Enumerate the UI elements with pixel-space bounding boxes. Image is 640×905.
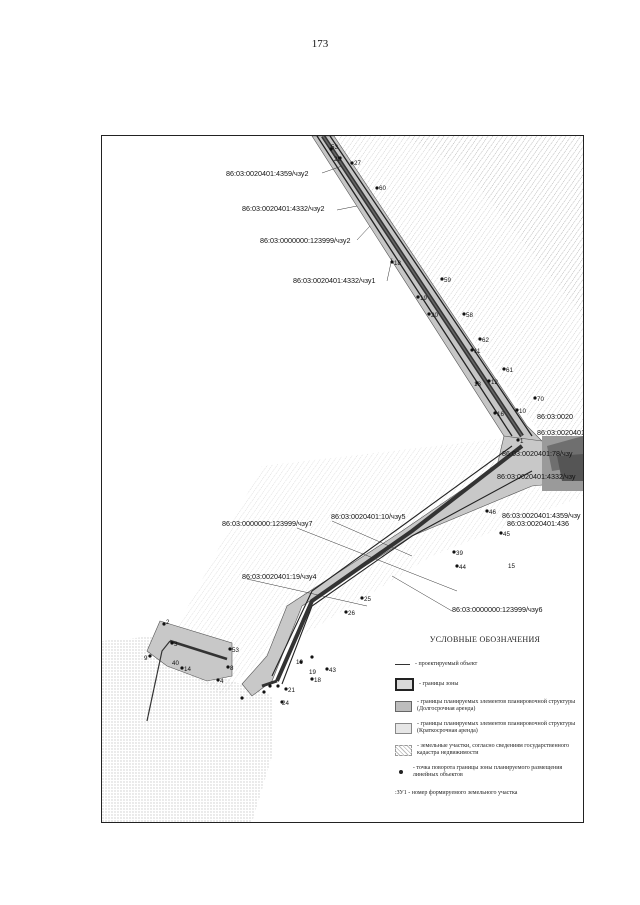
- parcel-label: 86:03:0020401:4359/чзу: [502, 511, 581, 520]
- cadastral-swatch: [395, 744, 412, 756]
- svg-text:10: 10: [519, 408, 526, 415]
- svg-text:28: 28: [334, 156, 341, 163]
- legend-item-cadastral: - земельные участки, согласно сведениям …: [395, 743, 585, 757]
- projected-object-line: [146, 136, 524, 722]
- svg-text:20: 20: [431, 312, 438, 319]
- legend-item-projected-object: - проектируемый объект: [395, 658, 585, 670]
- zone-swatch: [395, 678, 414, 691]
- legend-item-turning-point: - точка поворота границы зоны планируемо…: [395, 765, 585, 779]
- junction-cluster: [542, 436, 583, 491]
- point-numbers: 53 28 27 60 59 18 19 58 20 62 11 61 12 1…: [144, 144, 544, 707]
- svg-text:40: 40: [172, 660, 179, 667]
- svg-text:14: 14: [184, 666, 191, 673]
- svg-text:45: 45: [503, 531, 510, 538]
- svg-text:70: 70: [537, 396, 544, 403]
- svg-text:16: 16: [497, 411, 504, 418]
- svg-text:19: 19: [420, 295, 427, 302]
- legend-item-short-term-lease: - границы планируемых элементов планиров…: [395, 721, 585, 735]
- parcel-label: 86:03:0000000:123999/чзу6: [452, 605, 543, 614]
- parcel-label: 86:03:0020: [537, 412, 573, 421]
- legend-title: УСЛОВНЫЕ ОБОЗНАЧЕНИЯ: [429, 635, 541, 644]
- svg-text:53: 53: [232, 647, 239, 654]
- svg-text:61: 61: [506, 367, 513, 374]
- svg-text:2: 2: [166, 619, 170, 626]
- turning-points: [148, 147, 537, 704]
- svg-text:9: 9: [144, 655, 148, 662]
- svg-text:4: 4: [220, 678, 224, 685]
- parcel-label: 86:03:0020401:436: [507, 519, 569, 528]
- svg-text:60: 60: [379, 185, 386, 192]
- map-legend: УСЛОВНЫЕ ОБОЗНАЧЕНИЯ - проектируемый объ…: [395, 635, 585, 807]
- map-frame[interactable]: 86:03:0020401:4359/чзу2 86:03:0020401:43…: [101, 135, 584, 823]
- legend-item-long-term-lease: - границы планируемых элементов планиров…: [395, 699, 585, 713]
- parcel-label: 86:03:0020401:4332/чзу2: [242, 204, 325, 213]
- svg-text:1: 1: [520, 438, 524, 445]
- svg-text:13: 13: [474, 381, 481, 388]
- parcel-label: 86:03:0020401:4359/чзу2: [226, 169, 309, 178]
- parcel-label: 86:03:0020401:10/чзу5: [331, 512, 406, 521]
- svg-text:8: 8: [230, 665, 234, 672]
- svg-text:27: 27: [354, 160, 361, 167]
- svg-text:3: 3: [174, 641, 178, 648]
- parcel-label: 86:03:0020401:19/чзу4: [242, 572, 317, 581]
- parcel-labels: 86:03:0020401:4359/чзу2 86:03:0020401:43…: [222, 169, 583, 614]
- svg-text:26: 26: [348, 610, 355, 617]
- svg-text:21: 21: [288, 687, 295, 694]
- svg-text:18: 18: [314, 677, 321, 684]
- svg-text:43: 43: [329, 667, 336, 674]
- point-swatch: [395, 770, 408, 774]
- page-number: 173: [311, 38, 329, 50]
- svg-text:18: 18: [394, 260, 401, 267]
- cadastral-map[interactable]: 86:03:0020401:4359/чзу2 86:03:0020401:43…: [102, 136, 583, 822]
- svg-text:19: 19: [309, 669, 316, 676]
- parcel-label: 86:03:0000000:123999/чзу7: [222, 519, 313, 528]
- parcel-label: 86:03:0000000:123999/чзу2: [260, 236, 351, 245]
- parcel-label: 86:03:0020401:4332/чзу1: [293, 276, 376, 285]
- svg-text:62: 62: [482, 337, 489, 344]
- long-lease-swatch: [395, 700, 412, 712]
- parcel-label: 86:03:0020401:4332/чзу: [497, 472, 576, 481]
- short-lease-swatch: [395, 722, 412, 734]
- line-swatch: [395, 663, 410, 665]
- svg-text:24: 24: [282, 700, 289, 707]
- svg-text:39: 39: [456, 550, 463, 557]
- svg-text:44: 44: [459, 564, 466, 571]
- svg-text:46: 46: [489, 509, 496, 516]
- svg-text:25: 25: [364, 596, 371, 603]
- svg-text:53: 53: [331, 144, 338, 151]
- svg-text:12: 12: [491, 379, 498, 386]
- svg-text:11: 11: [474, 348, 481, 355]
- svg-text:58: 58: [466, 312, 473, 319]
- parcel-label: 86:03:0020401:116: [537, 428, 583, 437]
- svg-text:15: 15: [508, 563, 515, 570]
- leader-lines: [246, 165, 458, 612]
- svg-text:59: 59: [444, 277, 451, 284]
- parcel-label: 86:03:0020401:78/чзу: [502, 449, 573, 458]
- zone-border: [271, 136, 533, 685]
- legend-item-zone-border: - границы зоны: [395, 678, 585, 691]
- svg-text:10: 10: [296, 659, 303, 666]
- legend-footnote: :ЗУ1 - номер формируемого земельного уча…: [395, 789, 518, 796]
